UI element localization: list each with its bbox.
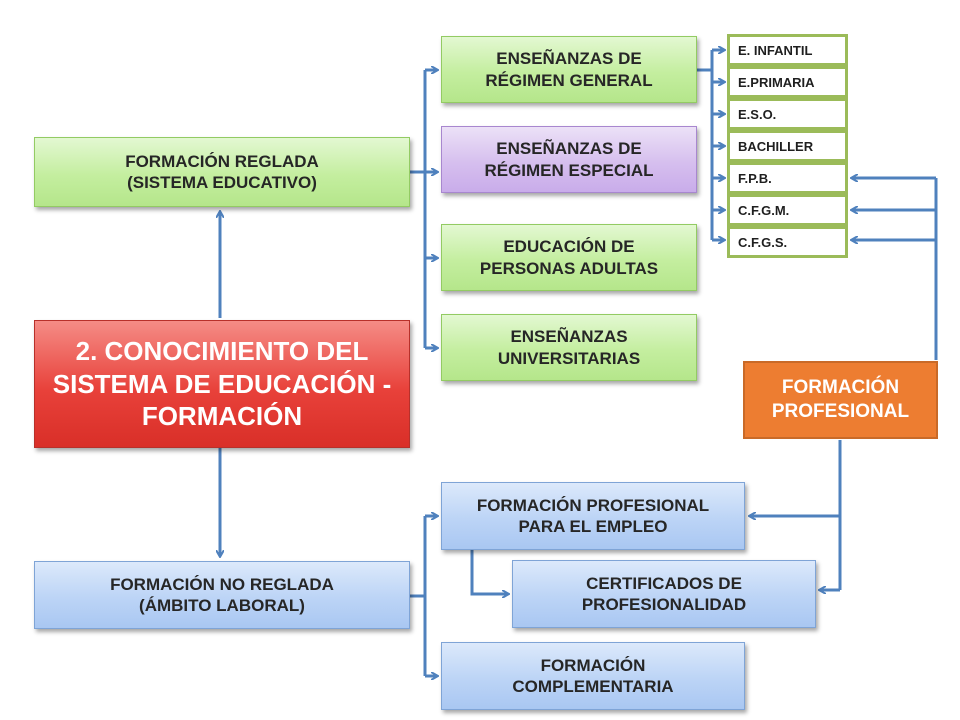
reglada-line-2: (SISTEMA EDUCATIVO) (127, 173, 317, 192)
complementaria-line-2: COMPLEMENTARIA (512, 677, 674, 696)
fp-empleo-node: FORMACIÓN PROFESIONAL PARA EL EMPLEO (441, 482, 745, 550)
regimen-general-line-2: RÉGIMEN GENERAL (485, 70, 653, 90)
level-fpb: F.P.B. (727, 162, 848, 194)
arrow-fp-empleo-to-certificados (470, 550, 508, 594)
fp-line-2: PROFESIONAL (771, 401, 910, 422)
certificados-node: CERTIFICADOS DE PROFESIONALIDAD (512, 560, 816, 628)
level-eso: E.S.O. (727, 98, 848, 130)
level-e-infantil: E. INFANTIL (727, 34, 848, 66)
level-bachiller: BACHILLER (727, 130, 848, 162)
no-reglada-line-2: (ÁMBITO LABORAL) (139, 596, 305, 615)
level-e-primaria: E.PRIMARIA (727, 66, 848, 98)
level-cfgm: C.F.G.M. (727, 194, 848, 226)
level-cfgs: C.F.G.S. (727, 226, 848, 258)
personas-adultas-node: EDUCACIÓN DE PERSONAS ADULTAS (441, 224, 697, 291)
formacion-no-reglada-node: FORMACIÓN NO REGLADA (ÁMBITO LABORAL) (34, 561, 410, 629)
adultas-line-1: EDUCACIÓN DE (503, 237, 635, 257)
no-reglada-line-1: FORMACIÓN NO REGLADA (110, 574, 334, 594)
regimen-general-line-1: ENSEÑANZAS DE (496, 49, 642, 69)
main-topic-line-3: FORMACIÓN (141, 401, 303, 432)
fp-line-1: FORMACIÓN (781, 377, 900, 399)
complementaria-node: FORMACIÓN COMPLEMENTARIA (441, 642, 745, 710)
universitarias-node: ENSEÑANZAS UNIVERSITARIAS (441, 314, 697, 381)
regimen-especial-line-1: ENSEÑANZAS DE (496, 139, 642, 159)
regimen-especial-line-2: RÉGIMEN ESPECIAL (484, 160, 654, 180)
reglada-line-1: FORMACIÓN REGLADA (125, 151, 319, 171)
adultas-line-2: PERSONAS ADULTAS (479, 258, 659, 278)
regimen-especial-node: ENSEÑANZAS DE RÉGIMEN ESPECIAL (441, 126, 697, 193)
universitarias-line-2: UNIVERSITARIAS (497, 348, 641, 368)
formacion-profesional-node: FORMACIÓN PROFESIONAL (743, 361, 938, 439)
fp-empleo-line-2: PARA EL EMPLEO (518, 517, 668, 536)
complementaria-line-1: FORMACIÓN (540, 655, 646, 675)
main-topic-line-1: 2. CONOCIMIENTO DEL (75, 336, 369, 367)
universitarias-line-1: ENSEÑANZAS (510, 327, 628, 347)
main-topic-node: 2. CONOCIMIENTO DEL SISTEMA DE EDUCACIÓN… (34, 320, 410, 448)
formacion-reglada-node: FORMACIÓN REGLADA (SISTEMA EDUCATIVO) (34, 137, 410, 207)
regimen-general-node: ENSEÑANZAS DE RÉGIMEN GENERAL (441, 36, 697, 103)
certificados-line-2: PROFESIONALIDAD (581, 595, 747, 614)
certificados-line-1: CERTIFICADOS DE (586, 573, 742, 593)
main-topic-line-2: SISTEMA DE EDUCACIÓN - (52, 368, 392, 399)
fp-empleo-line-1: FORMACIÓN PROFESIONAL (476, 495, 710, 515)
